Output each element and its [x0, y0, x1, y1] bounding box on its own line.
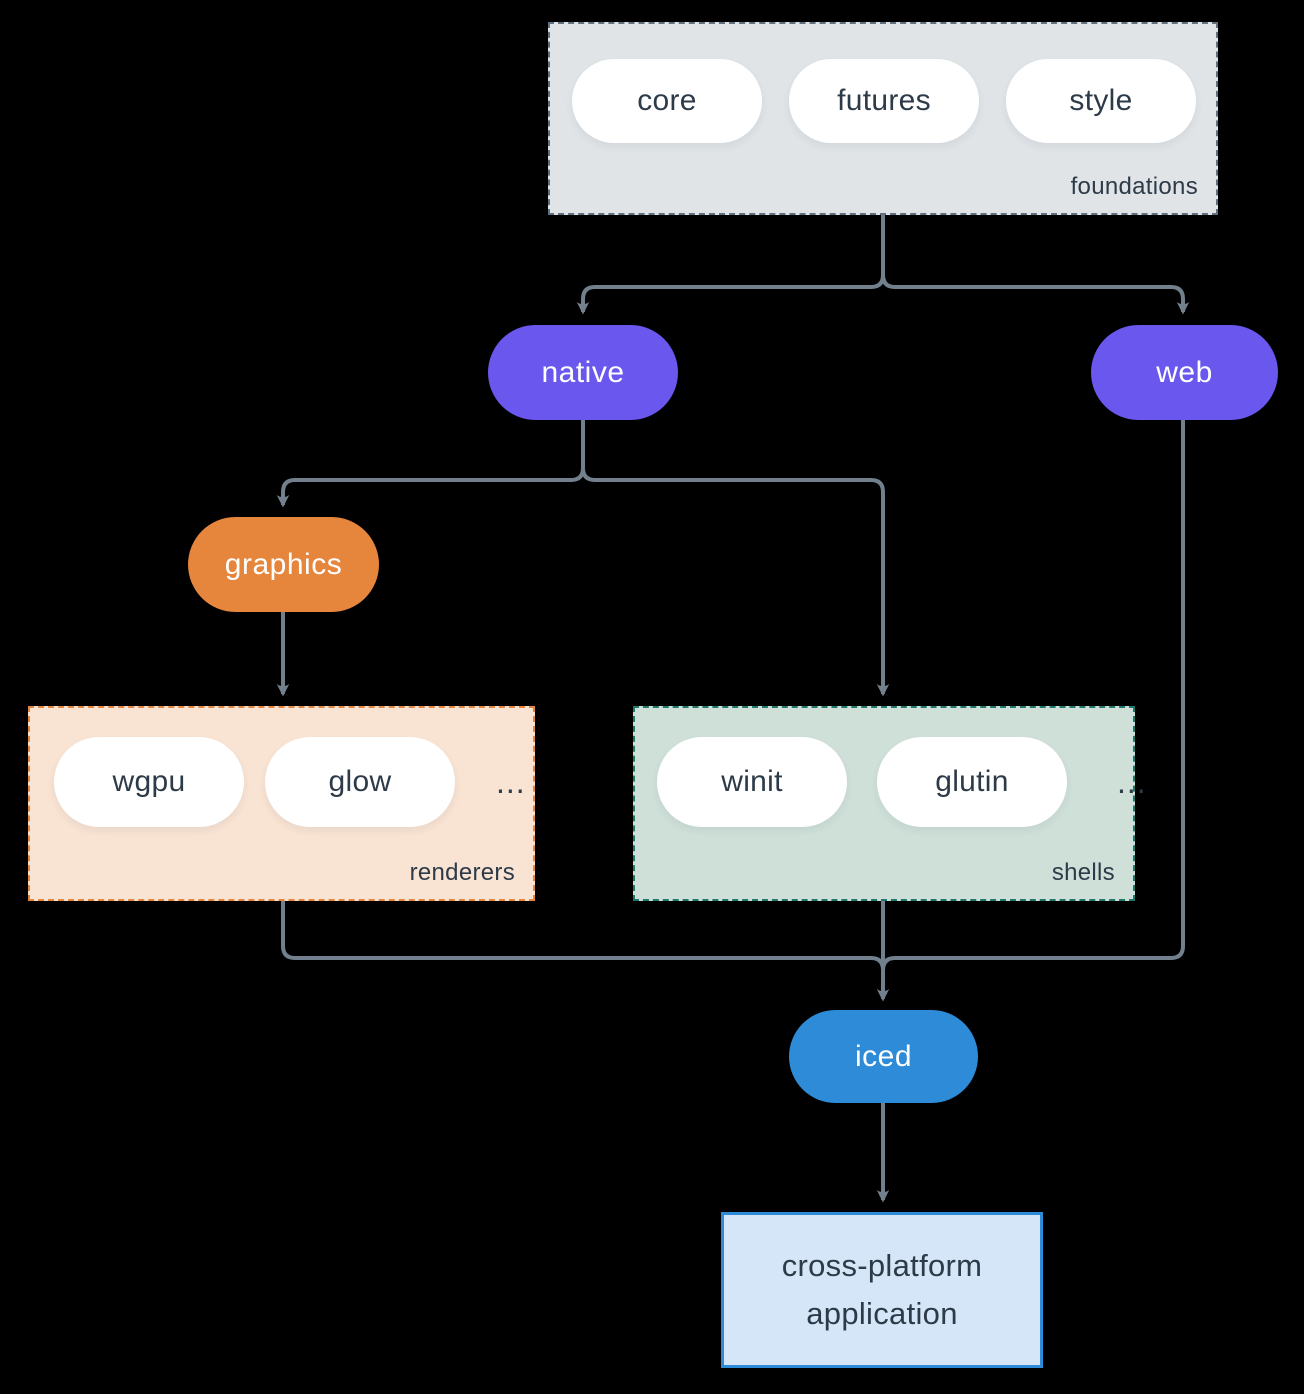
application-line-1: cross-platform	[781, 1248, 983, 1283]
pill-winit: winit	[657, 737, 847, 827]
node-web-label: web	[1156, 355, 1213, 389]
pill-style-label: style	[1069, 84, 1133, 117]
shells-pill-row: winit glutin ...	[657, 737, 1147, 827]
node-graphics-label: graphics	[224, 547, 343, 581]
shells-group-label: shells	[1051, 859, 1115, 886]
pill-core-label: core	[637, 84, 697, 117]
foundations-group-label: foundations	[1070, 173, 1198, 200]
renderers-ellipsis: ...	[496, 763, 526, 800]
shells-group: winit glutin ... shells	[633, 706, 1146, 901]
node-native: native	[488, 325, 678, 420]
pill-glutin: glutin	[877, 737, 1067, 827]
node-graphics: graphics	[188, 517, 379, 612]
edge-foundations-web	[881, 215, 1190, 315]
edge-foundations-native	[576, 215, 885, 315]
pill-core: core	[572, 59, 762, 143]
pill-wgpu: wgpu	[54, 737, 244, 827]
pill-style: style	[1006, 59, 1196, 143]
shells-ellipsis: ...	[1117, 763, 1147, 800]
application-box: cross-platform application	[721, 1212, 1043, 1368]
edge-renderers-merge	[281, 901, 885, 971]
pill-glow: glow	[265, 737, 455, 827]
edge-native-graphics	[276, 420, 585, 508]
node-web: web	[1091, 325, 1278, 420]
application-line-2: application	[806, 1296, 958, 1331]
pill-glutin-label: glutin	[935, 765, 1009, 798]
foundations-pill-row: core futures style	[572, 59, 1196, 143]
renderers-pill-row: wgpu glow ...	[54, 737, 526, 827]
pill-futures-label: futures	[837, 84, 931, 117]
node-iced: iced	[789, 1010, 978, 1103]
pill-futures: futures	[789, 59, 979, 143]
pill-winit-label: winit	[721, 765, 783, 798]
pill-wgpu-label: wgpu	[112, 765, 186, 798]
node-native-label: native	[541, 355, 625, 389]
pill-glow-label: glow	[328, 765, 392, 798]
renderers-group-label: renderers	[409, 859, 515, 886]
foundations-group: core futures style foundations	[548, 22, 1218, 215]
node-iced-label: iced	[854, 1039, 913, 1073]
edge-native-shells	[581, 420, 890, 697]
renderers-group: wgpu glow ... renderers	[28, 706, 535, 901]
